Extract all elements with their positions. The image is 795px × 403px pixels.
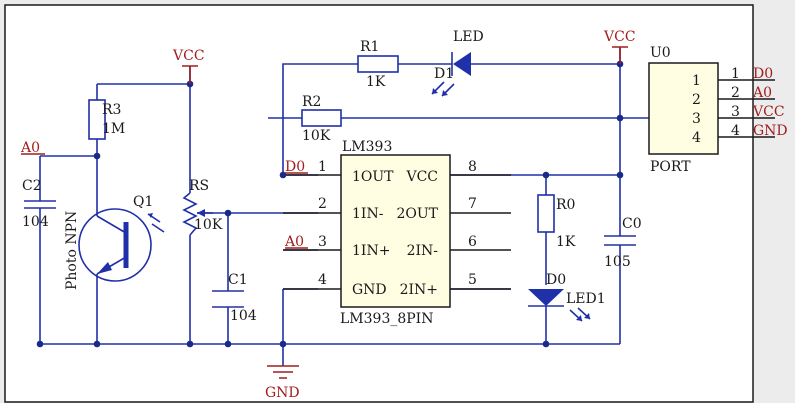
svg-text:8: 8 <box>468 159 477 175</box>
svg-text:1IN-: 1IN- <box>352 206 384 222</box>
capacitor-c0: C0 105 <box>604 216 642 270</box>
resistor-r0: R0 1K <box>537 194 576 250</box>
svg-text:VCC: VCC <box>603 29 636 45</box>
svg-text:RS: RS <box>189 178 209 194</box>
svg-text:1OUT: 1OUT <box>352 169 394 185</box>
svg-text:C0: C0 <box>622 216 642 232</box>
svg-text:D0: D0 <box>753 66 773 82</box>
svg-text:2: 2 <box>318 196 327 212</box>
net-label-d0-ic: D0 <box>285 159 308 175</box>
svg-text:C2: C2 <box>22 178 42 194</box>
svg-text:1: 1 <box>692 73 701 89</box>
resistor-r3: R3 1M <box>88 99 125 140</box>
svg-text:2IN-: 2IN- <box>407 243 439 259</box>
resistor-r1: R1 1K <box>357 39 399 90</box>
svg-text:3: 3 <box>692 111 701 127</box>
svg-text:3: 3 <box>731 104 740 120</box>
svg-text:Photo NPN: Photo NPN <box>64 211 80 290</box>
led-d0: D0 LED1 <box>528 272 606 322</box>
port-u0: U0 PORT 1 2 3 4 1 2 3 4 D0 A0 VCC GND <box>648 45 788 175</box>
capacitor-c1: C1 104 <box>212 272 257 324</box>
svg-text:VCC: VCC <box>172 48 205 64</box>
svg-text:105: 105 <box>604 254 631 270</box>
svg-text:R3: R3 <box>102 102 121 118</box>
potentiometer-rs: RS 10K <box>182 178 223 236</box>
svg-text:D1: D1 <box>434 66 454 82</box>
led-d1: LED D1 <box>431 29 484 97</box>
svg-text:1K: 1K <box>366 74 386 90</box>
svg-text:2OUT: 2OUT <box>396 206 438 222</box>
svg-text:1M: 1M <box>102 121 125 137</box>
svg-text:C1: C1 <box>228 272 248 288</box>
svg-text:104: 104 <box>230 308 257 324</box>
svg-text:U0: U0 <box>650 45 671 61</box>
svg-text:GND: GND <box>352 282 387 298</box>
svg-text:VCC: VCC <box>752 104 785 120</box>
svg-text:104: 104 <box>22 214 49 230</box>
svg-text:GND: GND <box>265 385 300 401</box>
svg-text:R0: R0 <box>556 197 575 213</box>
svg-text:5: 5 <box>468 272 477 288</box>
svg-text:4: 4 <box>731 123 740 139</box>
ic-lm393: LM393 LM393_8PIN 1 2 3 4 1OUT 1IN- 1IN+ … <box>318 139 477 327</box>
svg-text:1IN+: 1IN+ <box>352 243 390 259</box>
svg-text:A0: A0 <box>20 140 40 156</box>
junctions <box>36 60 624 348</box>
svg-text:GND: GND <box>753 123 788 139</box>
svg-text:10K: 10K <box>194 217 223 233</box>
svg-text:VCC: VCC <box>405 169 438 185</box>
svg-text:Q1: Q1 <box>133 194 153 210</box>
ic-pin-stubs <box>283 174 511 290</box>
svg-text:7: 7 <box>468 196 477 212</box>
svg-text:2: 2 <box>731 85 740 101</box>
svg-text:D0: D0 <box>285 159 305 175</box>
svg-text:D0: D0 <box>546 272 566 288</box>
svg-text:LM393: LM393 <box>342 139 392 155</box>
gnd-symbol: GND <box>265 365 300 401</box>
phototransistor-q1: Q1 Photo NPN <box>64 194 165 290</box>
vcc-symbol-left: VCC <box>172 48 205 84</box>
svg-text:2: 2 <box>692 92 701 108</box>
net-label-a0-ic: A0 <box>284 234 308 250</box>
svg-text:4: 4 <box>318 272 327 288</box>
svg-text:A0: A0 <box>284 234 304 250</box>
svg-text:6: 6 <box>468 234 477 250</box>
svg-text:10K: 10K <box>302 128 331 144</box>
svg-text:R2: R2 <box>302 94 321 110</box>
svg-text:LED1: LED1 <box>566 291 606 307</box>
svg-text:PORT: PORT <box>650 159 691 175</box>
resistor-r2: R2 10K <box>301 94 342 144</box>
svg-text:1K: 1K <box>556 234 576 250</box>
svg-text:LED: LED <box>453 29 484 45</box>
svg-text:1: 1 <box>318 159 327 175</box>
net-label-a0-left: A0 <box>20 140 45 156</box>
vcc-symbol-right: VCC <box>603 29 636 64</box>
capacitor-c2: C2 104 <box>22 178 56 230</box>
svg-text:R1: R1 <box>360 39 379 55</box>
svg-text:A0: A0 <box>752 85 772 101</box>
svg-text:1: 1 <box>731 66 740 82</box>
svg-text:LM393_8PIN: LM393_8PIN <box>340 311 433 327</box>
svg-text:2IN+: 2IN+ <box>400 282 438 298</box>
svg-text:3: 3 <box>318 234 327 250</box>
svg-text:4: 4 <box>692 130 701 146</box>
